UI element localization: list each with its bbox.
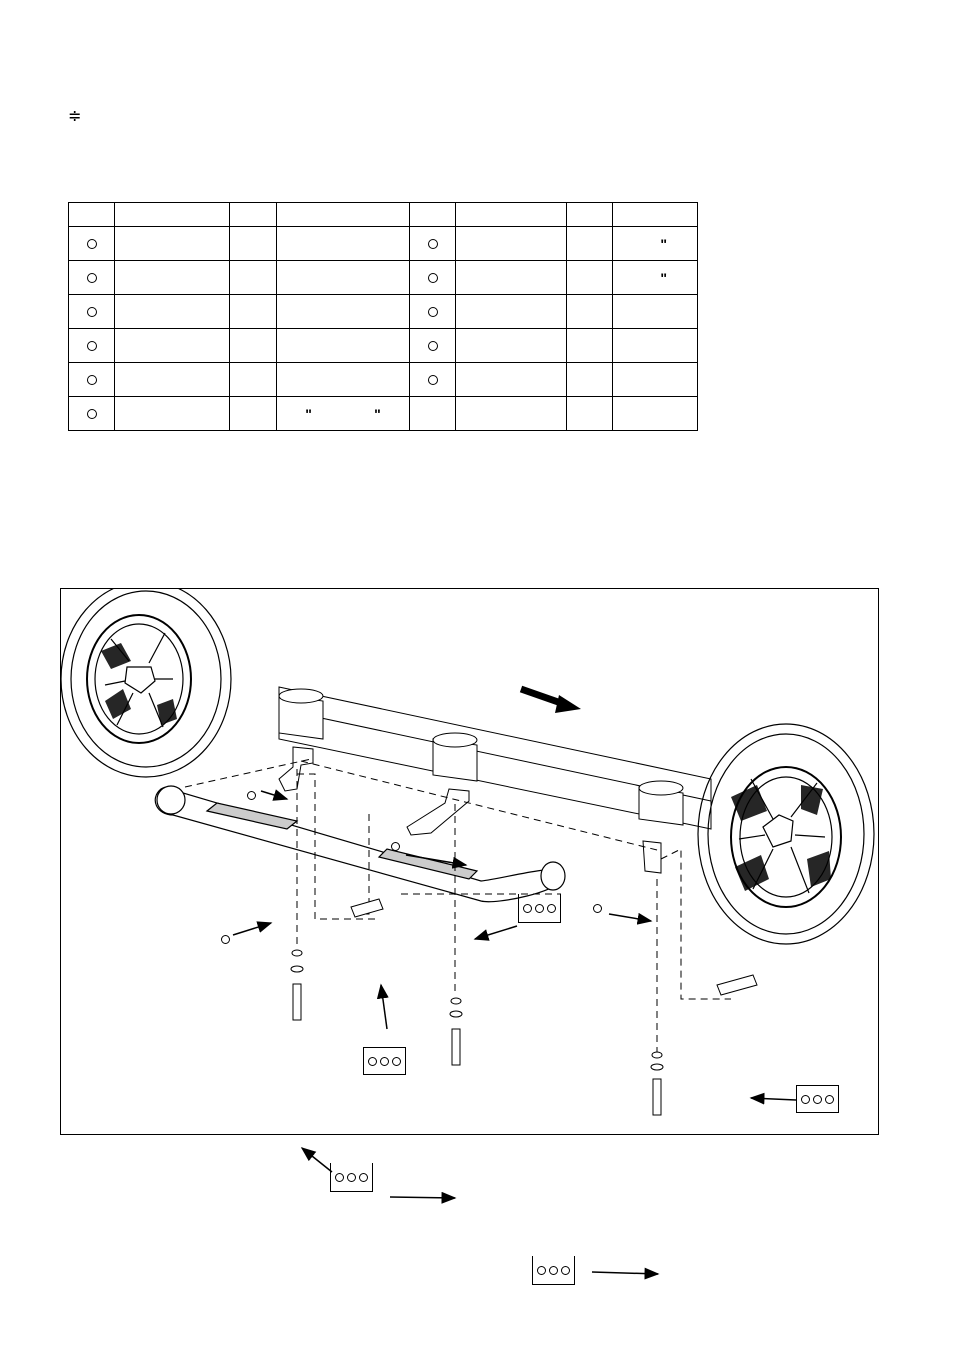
callout-arrows bbox=[232, 789, 797, 1105]
callout-box bbox=[532, 1256, 575, 1285]
inch-mark: " bbox=[660, 235, 667, 252]
callout-bubble bbox=[391, 842, 400, 851]
assembly-drawing bbox=[61, 589, 875, 1116]
inch-mark: " bbox=[660, 269, 667, 286]
table-row: " bbox=[68, 260, 698, 295]
part-bullet-icon bbox=[427, 340, 438, 351]
callout-box bbox=[518, 894, 561, 923]
forward-direction-arrow bbox=[519, 685, 563, 707]
table-row bbox=[68, 362, 698, 397]
part-bullet-icon bbox=[86, 272, 97, 283]
part-bullet-icon bbox=[86, 340, 97, 351]
inch-mark-pair: " " bbox=[305, 405, 381, 422]
installation-diagram bbox=[60, 588, 879, 1135]
table-row bbox=[68, 294, 698, 329]
part-bullet-icon bbox=[427, 306, 438, 317]
part-bullet-icon bbox=[86, 306, 97, 317]
callout-bubble bbox=[221, 935, 230, 944]
step-bar bbox=[154, 785, 566, 903]
callout-bubble bbox=[247, 791, 256, 800]
forward-arrowhead bbox=[555, 695, 581, 713]
callout-box bbox=[330, 1163, 373, 1192]
table-row: " bbox=[68, 226, 698, 261]
right-wheel-icon bbox=[697, 723, 875, 945]
mounting-brackets bbox=[278, 746, 662, 874]
left-wheel-icon bbox=[61, 589, 232, 778]
table-row bbox=[68, 328, 698, 363]
part-bullet-icon bbox=[427, 238, 438, 249]
approx-symbol: ≑ bbox=[68, 108, 82, 125]
table-header-row bbox=[68, 202, 698, 227]
table-row: " " bbox=[68, 396, 698, 431]
fasteners bbox=[290, 898, 758, 1116]
frame-mount-blocks bbox=[278, 688, 684, 826]
callout-box bbox=[796, 1085, 839, 1113]
part-bullet-icon bbox=[427, 272, 438, 283]
assembly-dashed-lines bbox=[184, 758, 731, 1059]
parts-table: " " " " bbox=[68, 202, 698, 431]
part-bullet-icon bbox=[86, 238, 97, 249]
part-bullet-icon bbox=[86, 408, 97, 419]
part-bullet-icon bbox=[86, 374, 97, 385]
callout-box bbox=[363, 1047, 406, 1075]
part-bullet-icon bbox=[427, 374, 438, 385]
callout-bubble bbox=[593, 904, 602, 913]
